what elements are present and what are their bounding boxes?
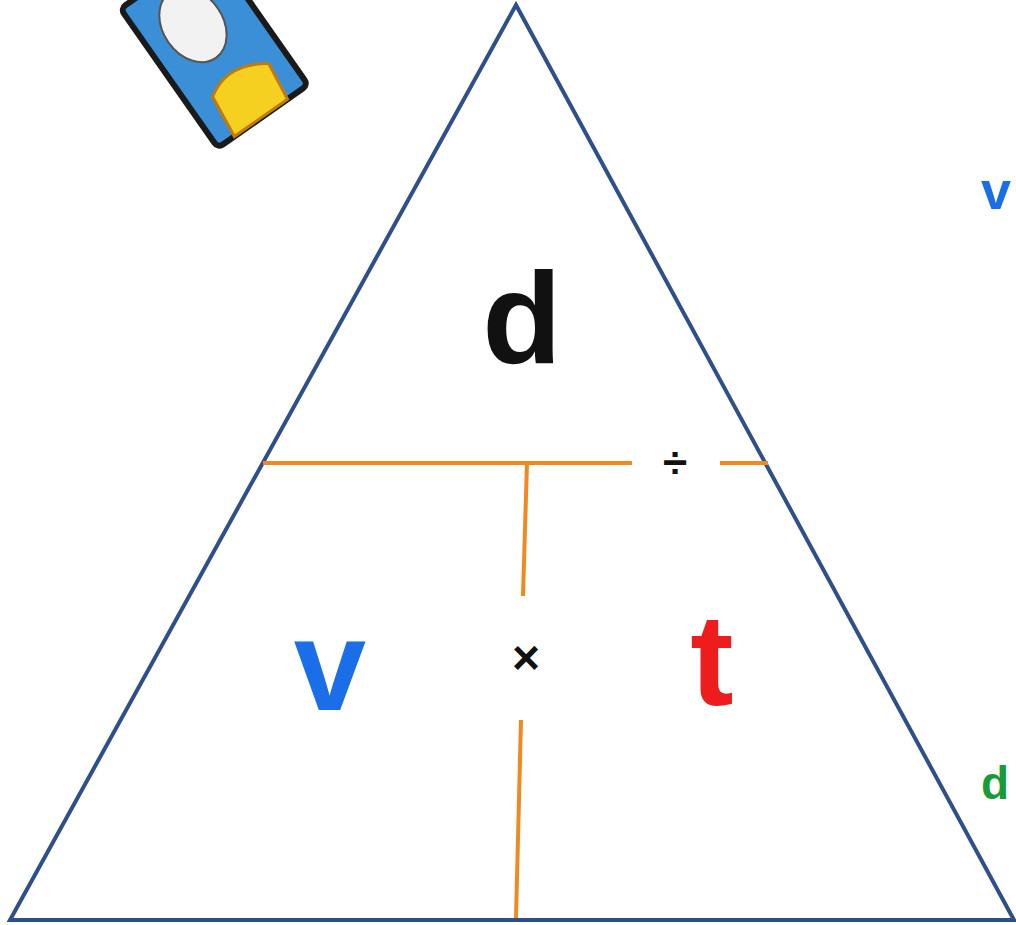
divider-lines [263,463,768,918]
logo-illustration [120,0,308,148]
operator-symbol: × [512,634,540,682]
side-label: v [981,163,1011,217]
quantity-letter: v [294,600,366,730]
side-label: d [981,760,1009,806]
operator-symbol: ÷ [659,441,691,485]
quantity-letter: d [482,253,561,383]
quantity-letter: t [690,595,733,725]
triangle-outline [10,5,1014,920]
